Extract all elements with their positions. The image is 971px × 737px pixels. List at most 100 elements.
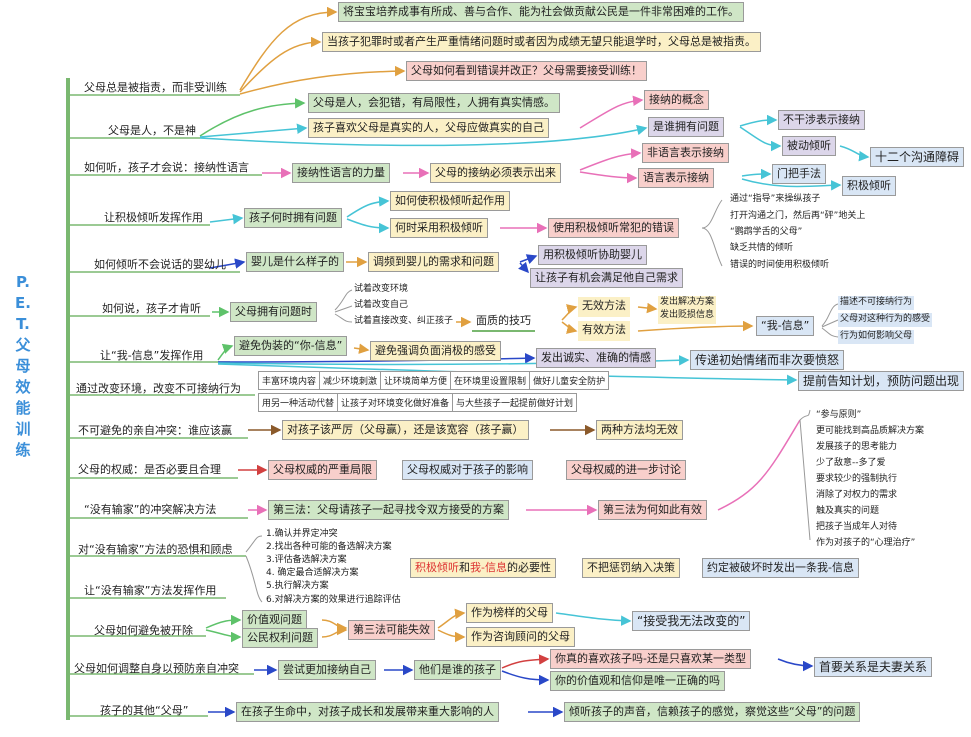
node-m1-4: 5.执行解决方案 bbox=[266, 581, 329, 591]
node-d1: 接纳性语言的力量 bbox=[292, 163, 390, 183]
env-table-row: 丰富环境内容 减少环境刺激 让环境简单方便 在环境里设置限制 做好儿童安全防护 bbox=[257, 371, 610, 390]
node-h2: 避免强调负面消极的感受 bbox=[370, 341, 501, 361]
node-g8-2: 行为如何影响父母 bbox=[838, 330, 915, 344]
env-table-row: 用另一种活动代替 让孩子对环境变化做好准备 与大些孩子一起提前做好计划 bbox=[257, 393, 578, 412]
node-f3: 用积极倾听协助婴儿 bbox=[538, 245, 647, 265]
env-cell: 让孩子对环境变化做好准备 bbox=[337, 393, 454, 412]
node-h5: 提前告知计划，预防问题出现 bbox=[798, 371, 965, 391]
node-b0: 父母总是被指责，而非受训练 bbox=[84, 81, 227, 94]
node-p1: 尝试更加接纳自己 bbox=[278, 660, 376, 680]
node-o2: 公民权利问题 bbox=[242, 628, 318, 648]
node-q2: 倾听孩子的声音，信赖孩子的感觉，察觉这些“父母”的问题 bbox=[564, 702, 861, 722]
node-k4-7: 把孩子当成年人对待 bbox=[816, 522, 898, 532]
node-c3: 接纳的概念 bbox=[644, 90, 709, 110]
node-m1-2: 3.评估备选解决方案 bbox=[266, 555, 347, 565]
node-o4: 作为榜样的父母 bbox=[466, 603, 553, 623]
env-table-2: 用另一种活动代替 让孩子对环境变化做好准备 与大些孩子一起提前做好计划 bbox=[257, 393, 578, 412]
node-e5-1: 打开沟通之门，然后再“砰”地关上 bbox=[730, 211, 866, 221]
node-m2c: 我-信息 bbox=[470, 561, 507, 574]
node-a3: 父母如何看到错误并改正？父母需要接受训练！ bbox=[406, 61, 647, 81]
node-e1: 孩子何时拥有问题 bbox=[244, 208, 342, 228]
env-cell: 做好儿童安全防护 bbox=[529, 371, 610, 390]
env-cell: 与大些孩子一起提前做好计划 bbox=[452, 393, 578, 412]
node-f1: 婴儿是什么样子的 bbox=[246, 252, 344, 272]
node-k0: 父母的权威：是否必要且合理 bbox=[78, 463, 221, 476]
node-g8-0: 描述不可接纳行为 bbox=[838, 296, 915, 310]
node-g2-0: 试着改变环境 bbox=[354, 284, 409, 294]
node-g2-1: 试着改变自己 bbox=[354, 300, 409, 310]
node-g0: 如何说，孩子才肯听 bbox=[102, 302, 201, 315]
node-m1-5: 6.对解决方案的效果进行追踪评估 bbox=[266, 595, 401, 605]
node-q0: 孩子的其他“父母” bbox=[100, 704, 189, 717]
node-f2: 调频到婴儿的需求和问题 bbox=[368, 252, 499, 272]
env-cell: 让环境简单方便 bbox=[380, 371, 452, 390]
node-g6: 发出解决方案 发出贬损信息 bbox=[658, 296, 717, 324]
node-c4: 是谁拥有问题 bbox=[648, 117, 724, 137]
env-table: 丰富环境内容 减少环境刺激 让环境简单方便 在环境里设置限制 做好儿童安全防护 bbox=[257, 371, 610, 390]
node-e5-2: “鹦鹉学舌的父母” bbox=[730, 227, 803, 237]
node-e4: 使用积极倾听常犯的错误 bbox=[548, 218, 679, 238]
node-e3: 何时采用积极倾听 bbox=[390, 218, 488, 238]
node-k4-2: 发展孩子的思考能力 bbox=[816, 442, 898, 452]
node-e5-0: 通过“指导”来操纵孩子 bbox=[730, 194, 821, 204]
node-g7: “我-信息” bbox=[756, 316, 815, 336]
node-j1: 对孩子该严厉（父母赢），还是该宽容（孩子赢） bbox=[282, 420, 529, 440]
node-h1: 避免伪装的“你-信息” bbox=[234, 336, 348, 356]
node-d3: 非语言表示接纳 bbox=[642, 143, 729, 163]
node-m1-1: 2.找出各种可能的备选解决方案 bbox=[266, 542, 392, 552]
node-m1-3: 4. 确定最合适解决方案 bbox=[266, 568, 359, 578]
node-l2: 第三法为何如此有效 bbox=[598, 500, 707, 520]
env-cell: 丰富环境内容 bbox=[257, 371, 321, 390]
node-g2-2: 试着直接改变、纠正孩子 bbox=[354, 316, 454, 326]
node-o5: 作为咨询顾问的父母 bbox=[466, 627, 575, 647]
node-d2: 父母的接纳必须表示出来 bbox=[430, 163, 561, 183]
node-k2: 父母权威对于孩子的影响 bbox=[402, 460, 533, 480]
node-m4: 约定被破坏时发出一条我-信息 bbox=[702, 558, 859, 578]
node-c6: 被动倾听 bbox=[782, 136, 836, 156]
node-m2b: 和 bbox=[459, 561, 470, 574]
node-c2: 孩子喜欢父母是真实的人，父母应做真实的自己 bbox=[308, 118, 549, 138]
node-d0: 如何听，孩子才会说：接纳性语言 bbox=[84, 161, 249, 174]
node-a1: 将宝宝培养成事有所成、善与合作、能为社会做贡献公民是一件非常困难的工作。 bbox=[338, 2, 744, 22]
node-k3: 父母权威的进一步讨论 bbox=[566, 460, 686, 480]
env-cell: 用另一种活动代替 bbox=[257, 393, 339, 412]
node-k4-5: 消除了对权力的需求 bbox=[816, 490, 898, 500]
node-m2d: 的必要性 bbox=[506, 561, 551, 574]
node-g6-0: 发出解决方案 bbox=[660, 297, 715, 307]
node-k4-1: 更可能找到高品质解决方案 bbox=[816, 426, 925, 436]
node-f4: 让孩子有机会满足他自己需求 bbox=[530, 268, 683, 288]
node-m2a: 积极倾听 bbox=[415, 561, 459, 574]
node-p3: 你真的喜欢孩子吗-还是只喜欢某一类型 bbox=[550, 649, 751, 669]
node-g6-1: 发出贬损信息 bbox=[660, 310, 715, 320]
node-p2: 他们是谁的孩子 bbox=[414, 660, 501, 680]
env-cell: 在环境里设置限制 bbox=[450, 371, 531, 390]
node-c0: 父母是人，不是神 bbox=[108, 124, 196, 137]
node-l1: 第三法：父母请孩子一起寻找令双方接受的方案 bbox=[268, 500, 509, 520]
node-o6: “接受我无法改变的” bbox=[632, 611, 751, 631]
node-m0: 对“没有输家”方法的恐惧和顾虑 bbox=[78, 543, 233, 556]
node-g8-1: 父母对这种行为的感受 bbox=[838, 313, 933, 327]
node-m1-0: 1.确认并界定冲突 bbox=[266, 529, 338, 539]
node-j0: 不可避免的亲自冲突：谁应该赢 bbox=[78, 424, 232, 437]
node-k4-8: 作为对孩子的“心理治疗” bbox=[816, 538, 916, 548]
node-d5: 门把手法 bbox=[772, 164, 826, 184]
node-n0: 让“没有输家”方法发挥作用 bbox=[84, 584, 217, 597]
node-m3: 不把惩罚纳入决策 bbox=[582, 558, 680, 578]
node-h0: 让“我-信息”发挥作用 bbox=[100, 349, 204, 362]
node-g3: 面质的技巧 bbox=[472, 312, 535, 332]
node-f0: 如何倾听不会说话的婴幼儿 bbox=[94, 258, 226, 271]
env-cell: 减少环境刺激 bbox=[319, 371, 382, 390]
node-j2: 两种方法均无效 bbox=[596, 420, 683, 440]
node-h4: 传递初始情绪而非次要愤怒 bbox=[690, 350, 845, 370]
node-c1: 父母是人，会犯错，有局限性，人拥有真实情感。 bbox=[308, 93, 560, 113]
node-e5-3: 缺乏共情的倾听 bbox=[730, 243, 794, 253]
node-m2: 积极倾听和我-信息的必要性 bbox=[410, 558, 556, 578]
node-i0: 通过改变环境，改变不可接纳行为 bbox=[76, 382, 241, 395]
node-o3: 第三法可能失效 bbox=[348, 620, 435, 640]
main-title: P.E.T.父母效能训练 bbox=[15, 273, 31, 459]
node-o1: 价值观问题 bbox=[242, 610, 307, 630]
node-k4-0: “参与原则” bbox=[816, 410, 862, 420]
node-c7: 十二个沟通障碍 bbox=[870, 147, 965, 167]
node-o0: 父母如何避免被开除 bbox=[94, 624, 193, 637]
